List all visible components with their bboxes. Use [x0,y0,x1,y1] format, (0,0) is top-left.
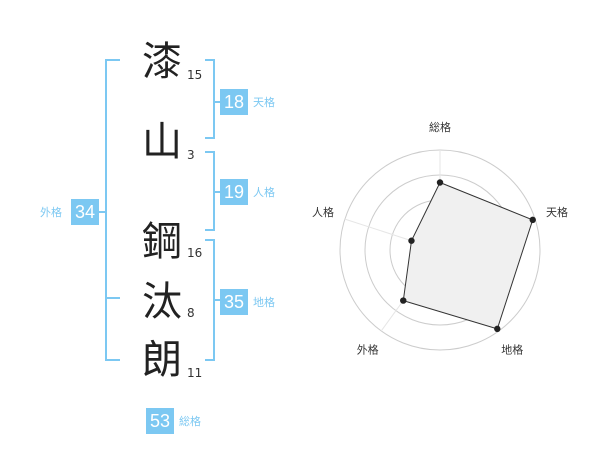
gaikaku-value: 34 [71,199,99,225]
radar-point-3 [494,325,501,333]
radar-points [400,179,536,333]
chikaku-bracket [205,239,215,361]
radar-point-2 [529,216,536,224]
radar-point-5 [408,237,415,244]
radar-axis-label-3: 地格 [501,343,523,357]
radar-axis-label-2: 天格 [546,205,568,219]
radar-area [402,181,534,330]
name-char-2: 山 [142,119,182,165]
stroke-count-1: 15 [187,68,203,82]
stroke-count-2: 3 [187,148,195,162]
tenkaku-value: 18 [220,89,248,115]
chikaku-value: 35 [220,289,248,315]
stroke-count-4: 8 [187,306,195,320]
tenkaku-bracket [205,59,215,139]
radar-point-4 [400,297,407,304]
stroke-count-5: 11 [187,366,203,380]
tenkaku-label: 天格 [253,96,275,109]
gaikaku-label: 外格 [40,206,62,219]
chikaku-label: 地格 [253,296,275,309]
brackets [90,59,220,361]
name-char-3: 鋼 [142,219,182,265]
radar-axis-label-4: 外格 [357,343,379,357]
name-char-1: 漆 [142,39,182,85]
gaikaku-bracket [105,59,120,361]
soukaku-label: 総格 [179,415,201,428]
jinkaku-value: 19 [220,179,248,205]
radar-axis-label-5: 人格 [312,205,334,219]
jinkaku-label: 人格 [253,186,275,199]
name-char-4: 汰 [142,279,182,325]
stroke-count-3: 16 [187,246,203,260]
jinkaku-bracket [205,151,215,231]
name-char-5: 朗 [142,337,182,383]
soukaku-value: 53 [146,408,174,434]
radar-point-1 [436,179,444,186]
radar-axis-label-1: 総格 [429,120,451,134]
